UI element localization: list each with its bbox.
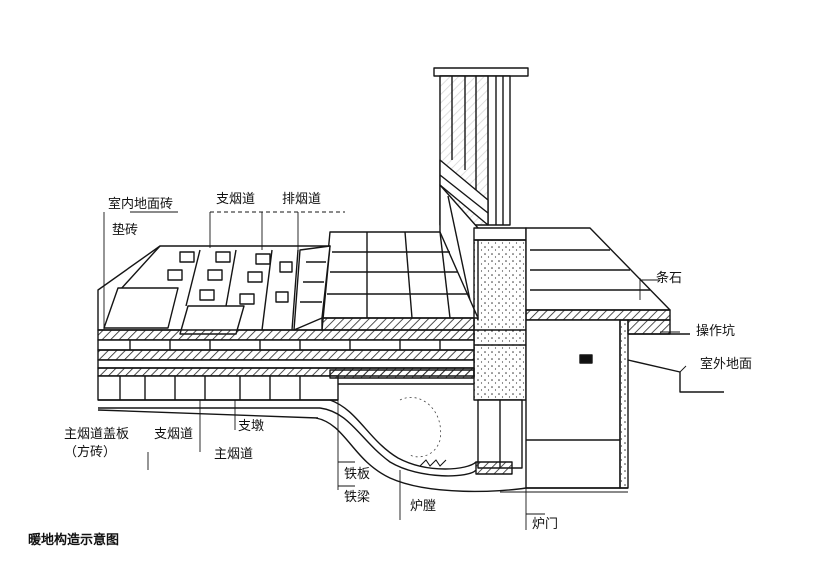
label-square-brick: （方砖） (64, 445, 117, 460)
label-pad-brick: 垫砖 (112, 223, 139, 238)
label-iron-beam: 铁梁 (344, 490, 371, 505)
pillar (473, 227, 527, 475)
label-exhaust-flue: 排烟道 (282, 192, 322, 207)
diagram-caption: 暖地构造示意图 (28, 533, 120, 548)
furnace-chamber (319, 407, 477, 477)
label-iron-plate: 铁板 (344, 467, 371, 482)
label-outdoor-ground: 室外地面 (700, 357, 753, 372)
label-strip-stone: 条石 (656, 271, 683, 286)
pit-top (525, 227, 671, 311)
chimney (433, 67, 529, 226)
heating-bed (97, 245, 331, 335)
label-main-flue: 主烟道 (214, 447, 254, 462)
label-furnace-chamber: 炉膛 (410, 499, 437, 514)
label-furnace-door: 炉门 (532, 517, 559, 532)
label-operation-pit: 操作坑 (696, 324, 736, 339)
label-main-flue-cover: 主烟道盖板 (64, 427, 130, 442)
label-branch-flue-lower: 支烟道 (154, 427, 194, 442)
pit (525, 319, 621, 489)
label-branch-pier: 支墩 (238, 419, 265, 434)
label-branch-flue: 支烟道 (216, 192, 256, 207)
label-indoor-floor-tile: 室内地面砖 (108, 197, 174, 212)
